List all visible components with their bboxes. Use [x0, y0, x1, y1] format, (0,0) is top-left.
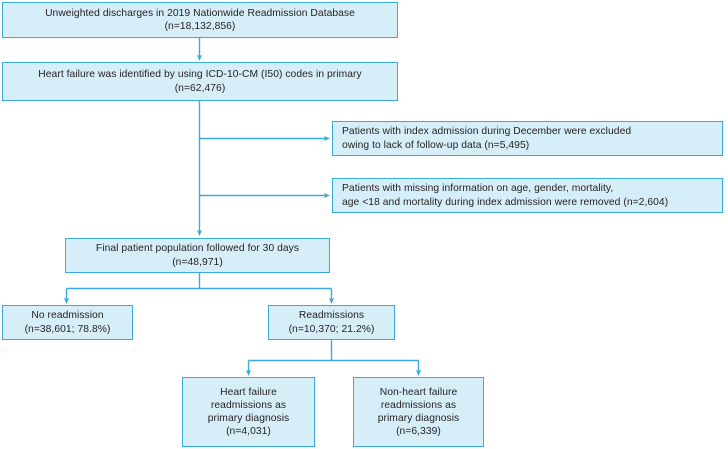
node-hf-readmissions: Heart failure readmissions as primary di… — [182, 377, 315, 447]
node-exclusion-december-line2: owing to lack of follow-up data (n=5,495… — [342, 139, 530, 151]
node-non-hf-readmissions-line4: (n=6,339) — [396, 426, 441, 438]
node-heart-failure-cohort-line2: (n=62,476) — [174, 82, 226, 94]
node-exclusion-missing-info-line2: age <18 and mortality during index admis… — [342, 196, 669, 208]
node-heart-failure-cohort: Heart failure was identified by using IC… — [2, 62, 398, 101]
node-exclusion-missing-info: Patients with missing information on age… — [332, 178, 723, 213]
node-exclusion-missing-info-line1: Patients with missing information on age… — [342, 183, 614, 195]
node-exclusion-december: Patients with index admission during Dec… — [332, 121, 723, 156]
node-no-readmission-line1: No readmission — [31, 310, 104, 322]
node-final-population-line2: (n=48,971) — [172, 256, 223, 268]
node-final-population: Final patient population followed for 30… — [65, 238, 330, 273]
node-source-database-line1: Unweighted discharges in 2019 Nationwide… — [45, 7, 355, 19]
node-hf-readmissions-line2: readmissions as — [210, 399, 287, 411]
node-exclusion-december-line1: Patients with index admission during Dec… — [342, 126, 632, 138]
node-final-population-line1: Final patient population followed for 30… — [95, 243, 300, 255]
node-hf-readmissions-line4: (n=4,031) — [226, 426, 271, 438]
node-non-hf-readmissions: Non-heart failure readmissions as primar… — [353, 377, 484, 447]
node-readmissions-line1: Readmissions — [298, 310, 365, 322]
node-source-database: Unweighted discharges in 2019 Nationwide… — [2, 2, 398, 38]
node-no-readmission-line2: (n=38,601; 78.8%) — [24, 323, 111, 335]
node-no-readmission: No readmission (n=38,601; 78.8%) — [2, 305, 133, 340]
node-source-database-line2: (n=18,132,856) — [164, 21, 236, 32]
node-hf-readmissions-line1: Heart failure — [220, 386, 277, 398]
node-non-hf-readmissions-line3: primary diagnosis — [377, 413, 460, 424]
node-readmissions: Readmissions (n=10,370; 21.2%) — [268, 305, 395, 340]
node-hf-readmissions-line3: primary diagnosis — [207, 413, 290, 424]
node-non-hf-readmissions-line1: Non-heart failure — [379, 386, 458, 398]
node-non-hf-readmissions-line2: readmissions as — [380, 399, 457, 411]
node-readmissions-line2: (n=10,370; 21.2%) — [288, 323, 375, 335]
node-heart-failure-cohort-line1: Heart failure was identified by using IC… — [38, 69, 362, 81]
